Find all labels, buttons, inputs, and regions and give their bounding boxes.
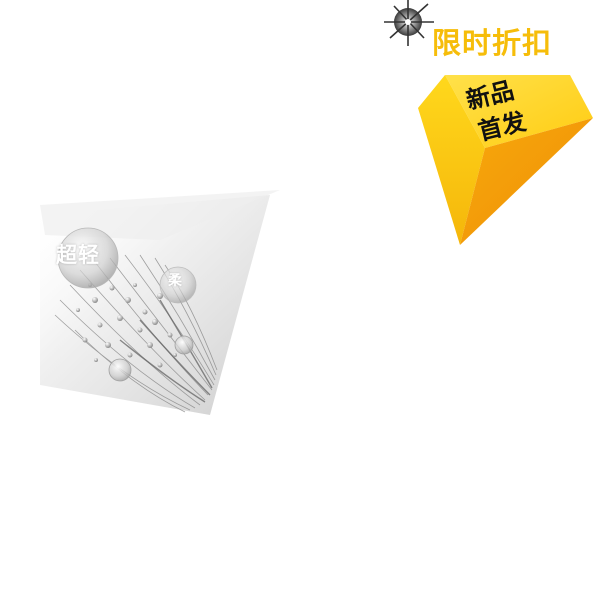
promo-title: 限时折扣 <box>432 26 553 60</box>
sparkle-icon <box>384 0 434 46</box>
new-product-badge <box>418 75 593 245</box>
bubble-label-light: 超轻 <box>56 243 100 267</box>
bubble-label-partial: 柔 <box>168 273 183 289</box>
